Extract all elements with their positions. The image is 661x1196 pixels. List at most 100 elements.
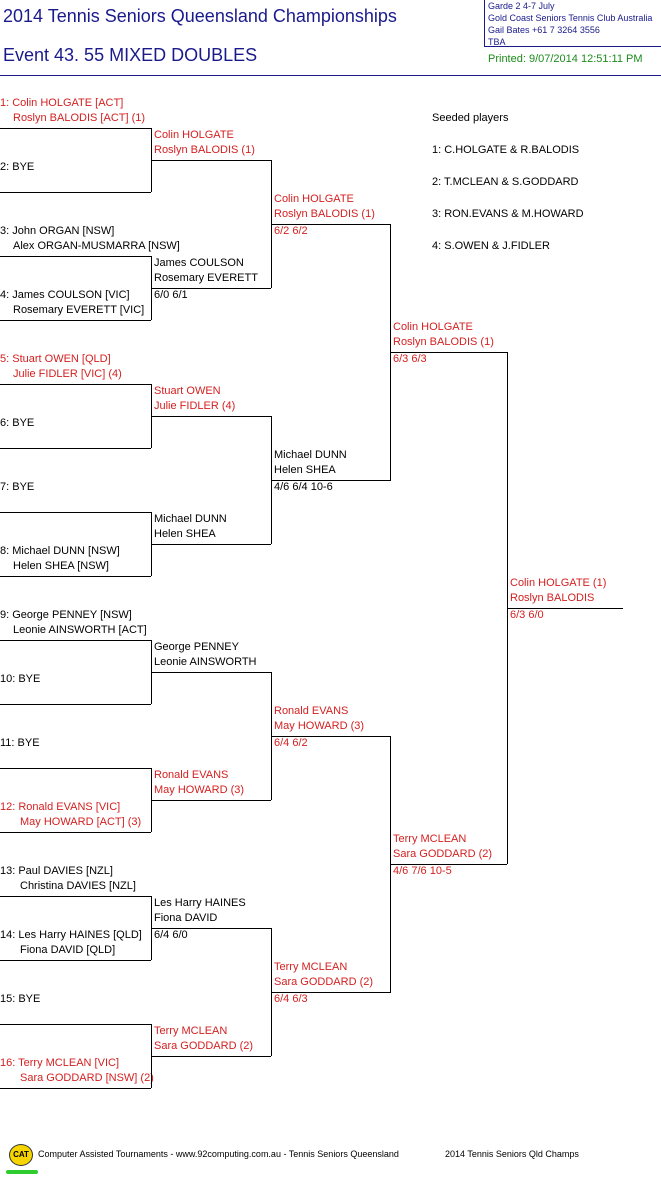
bracket-line [0,1024,151,1025]
bracket-line [0,384,151,385]
player-entry: 12: Ronald EVANS [VIC] [0,801,121,813]
match-winner: Colin HOLGATE [393,321,473,333]
player-entry: Fiona DAVID [QLD] [20,944,116,956]
seeded-item: 1: C.HOLGATE & R.BALODIS [432,144,580,156]
match-winner: Colin HOLGATE [154,129,234,141]
player-entry: 14: Les Harry HAINES [QLD] [0,929,142,941]
player-entry: Rosemary EVERETT [VIC] [13,304,145,316]
match-winner: Sara GODDARD (2) [393,848,493,860]
info-line: Gold Coast Seniors Tennis Club Australia [488,13,653,23]
match-winner: May HOWARD (3) [274,720,365,732]
player-entry: Julie FIDLER [VIC] (4) [13,368,122,380]
match-score: 6/4 6/0 [154,929,188,941]
match-winner: Ronald EVANS [154,769,229,781]
match-score: 6/3 6/3 [393,353,427,365]
seeded-title: Seeded players [432,112,509,124]
champion: Roslyn BALODIS [510,592,595,604]
bracket-line [151,1056,271,1057]
bracket-line [151,672,271,673]
bracket-line [0,512,151,513]
bracket-line [0,768,151,769]
seeded-item: 2: T.MCLEAN & S.GODDARD [432,176,579,188]
bracket-line [151,800,271,801]
footer-left[interactable]: Computer Assisted Tournaments - www.92co… [38,1149,399,1159]
match-winner: Michael DUNN [274,449,347,461]
match-winner: Stuart OWEN [154,385,221,397]
final-score: 6/3 6/0 [510,609,544,621]
player-entry: May HOWARD [ACT] (3) [20,816,142,828]
bracket-line [151,288,271,289]
player-entry: Helen SHEA [NSW] [13,560,109,572]
player-entry: 10: BYE [0,673,41,685]
match-winner: Leonie AINSWORTH [154,656,257,668]
info-line: Gail Bates +61 7 3264 3556 [488,25,600,35]
match-winner: James COULSON [154,257,244,269]
match-winner: Helen SHEA [154,528,216,540]
player-entry: Roslyn BALODIS [ACT] (1) [13,112,146,124]
bracket-line [151,544,271,545]
match-score: 6/0 6/1 [154,289,188,301]
match-winner: Michael DUNN [154,513,227,525]
seeded-item: 4: S.OWEN & J.FIDLER [432,240,550,252]
match-score: 6/4 6/3 [274,993,308,1005]
player-entry: Sara GODDARD [NSW] (2) [20,1072,154,1084]
printed-timestamp: Printed: 9/07/2014 12:51:11 PM [488,53,643,65]
match-winner: Julie FIDLER (4) [154,400,236,412]
player-entry: 13: Paul DAVIES [NZL] [0,865,113,877]
bracket-line [271,736,391,737]
player-entry: 7: BYE [0,481,35,493]
bracket-line [0,832,151,833]
player-entry: 9: George PENNEY [NSW] [0,609,132,621]
match-winner: George PENNEY [154,641,239,653]
player-entry: 15: BYE [0,993,41,1005]
seeded-item: 3: RON.EVANS & M.HOWARD [432,208,584,220]
bracket-line [0,896,151,897]
bracket-line [151,416,271,417]
player-entry: Christina DAVIES [NZL] [20,880,136,892]
match-winner: Fiona DAVID [154,912,218,924]
player-entry: Alex ORGAN-MUSMARRA [NSW] [13,240,180,252]
bracket-line [0,256,151,257]
match-winner: Roslyn BALODIS (1) [393,336,494,348]
match-winner: Roslyn BALODIS (1) [274,208,375,220]
match-winner: Sara GODDARD (2) [154,1040,254,1052]
player-entry: 8: Michael DUNN [NSW] [0,545,120,557]
match-score: 6/4 6/2 [274,737,308,749]
match-winner: Helen SHEA [274,464,336,476]
bracket-line [0,192,151,193]
player-entry: Leonie AINSWORTH [ACT] [13,624,147,636]
bracket-line [0,448,151,449]
event-title: Event 43. 55 MIXED DOUBLES [3,45,258,65]
player-entry: 1: Colin HOLGATE [ACT] [0,97,124,109]
info-line: Garde 2 4-7 July [488,1,555,11]
info-box: Garde 2 4-7 July Gold Coast Seniors Tenn… [484,0,661,47]
bracket-line [0,960,151,961]
bracket-line [0,640,151,641]
bracket-line [0,1088,151,1089]
player-entry: 2: BYE [0,161,35,173]
player-entry: 4: James COULSON [VIC] [0,289,130,301]
bracket-line [271,224,391,225]
match-score: 6/2 6/2 [274,225,308,237]
bracket-line [390,864,507,865]
bracket-line [0,320,151,321]
match-winner: May HOWARD (3) [154,784,245,796]
match-winner: Terry MCLEAN [274,961,348,973]
player-entry: 6: BYE [0,417,35,429]
bracket-line [271,480,391,481]
header-divider [0,75,661,76]
champion: Colin HOLGATE (1) [510,577,607,589]
match-winner: Terry MCLEAN [154,1025,228,1037]
bracket-line [271,992,391,993]
bracket-line [0,704,151,705]
match-winner: Ronald EVANS [274,705,349,717]
footer-right: 2014 Tennis Seniors Qld Champs [445,1149,579,1159]
match-winner: Colin HOLGATE [274,193,354,205]
player-entry: 5: Stuart OWEN [QLD] [0,353,111,365]
tournament-title: 2014 Tennis Seniors Queensland Champions… [3,6,397,26]
match-score: 4/6 6/4 10-6 [274,481,333,493]
bracket-line [507,608,623,609]
bracket-line [0,128,151,129]
bracket-line [151,160,271,161]
logo-underline [6,1170,38,1174]
